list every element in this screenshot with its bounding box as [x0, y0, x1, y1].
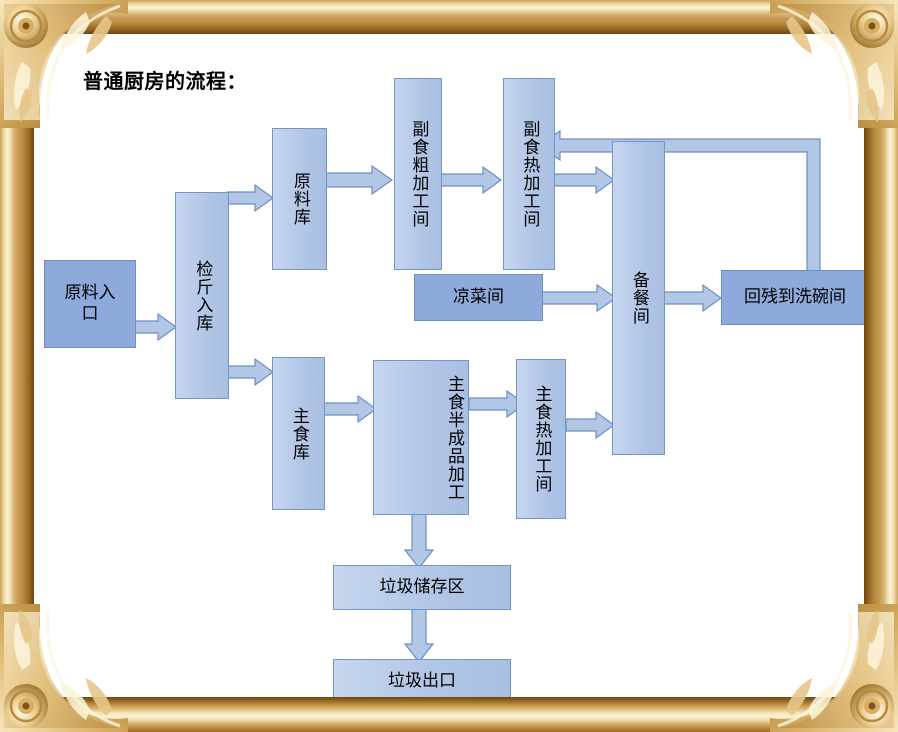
node-label: 垃圾出口 — [388, 671, 456, 691]
node-label: 垃圾储存区 — [379, 577, 465, 597]
edge-beican-jian-to-huican-xiwan — [662, 283, 723, 313]
node-label: 凉菜间 — [453, 287, 504, 307]
node-yuanliao-rukou[interactable]: 原料入口 — [44, 260, 136, 348]
node-laji-chucunqu[interactable]: 垃圾储存区 — [333, 565, 511, 610]
node-label: 主食热加工间 — [532, 385, 552, 493]
node-label: 原料库 — [290, 172, 310, 226]
edge-zhushi-banchengpin-to-laji-chucunqu — [403, 513, 435, 570]
node-label: 副食热加工间 — [520, 120, 540, 228]
node-fushi-rejiagong[interactable]: 副食热加工间 — [503, 78, 555, 270]
node-label: 原料入口 — [64, 283, 116, 323]
edge-zhushi-rejiagong-to-beican-jian — [565, 410, 616, 440]
node-label: 检斤入库 — [193, 259, 213, 332]
node-beican-jian[interactable]: 备餐间 — [612, 141, 665, 455]
edge-jianjin-ruku-to-yuanliao-ku — [226, 183, 275, 213]
frame-left-edge — [0, 0, 34, 732]
node-huican-xiwan[interactable]: 回残到洗碗间 — [721, 270, 864, 325]
node-label: 主食半成品加工 — [445, 374, 464, 501]
edge-zhushi-ku-to-zhushi-banchengpin — [323, 394, 378, 424]
node-yuanliao-ku[interactable]: 原料库 — [272, 128, 327, 270]
node-label: 副食粗加工间 — [409, 120, 429, 228]
frame-right-edge — [864, 0, 898, 732]
edge-fushi-cujiagong-to-fushi-rejiagong — [440, 165, 503, 195]
node-liangcai-jian[interactable]: 凉菜间 — [414, 274, 543, 321]
node-jianjin-ruku[interactable]: 检斤入库 — [175, 192, 229, 399]
edge-laji-chucunqu-to-laji-chukou — [403, 607, 435, 664]
edge-huican-xiwan-to-fushi-rejiagong-return — [530, 88, 832, 289]
node-label: 备餐间 — [629, 271, 649, 325]
node-label: 回残到洗碗间 — [744, 287, 846, 307]
node-zhushi-banchengpin[interactable]: 主食半成品加工 — [373, 360, 469, 515]
node-label: 主食库 — [289, 406, 309, 461]
node-zhushi-ku[interactable]: 主食库 — [272, 357, 325, 510]
edge-jianjin-ruku-to-zhushi-ku — [226, 357, 275, 387]
flowchart-area: 普通厨房的流程： — [34, 34, 864, 697]
node-zhushi-rejiagong[interactable]: 主食热加工间 — [516, 359, 566, 519]
edge-fushi-rejiagong-to-beican-jian — [553, 165, 616, 195]
node-laji-chukou[interactable]: 垃圾出口 — [333, 659, 511, 697]
frame-bottom-edge — [0, 697, 898, 732]
frame-top-edge — [0, 0, 898, 34]
node-fushi-cujiagong[interactable]: 副食粗加工间 — [394, 78, 442, 270]
edge-liangcai-jian-to-beican-jian — [541, 283, 618, 313]
edge-yuanliao-ku-to-fushi-cujiagong — [323, 164, 394, 196]
page-title: 普通厨房的流程： — [83, 71, 247, 93]
